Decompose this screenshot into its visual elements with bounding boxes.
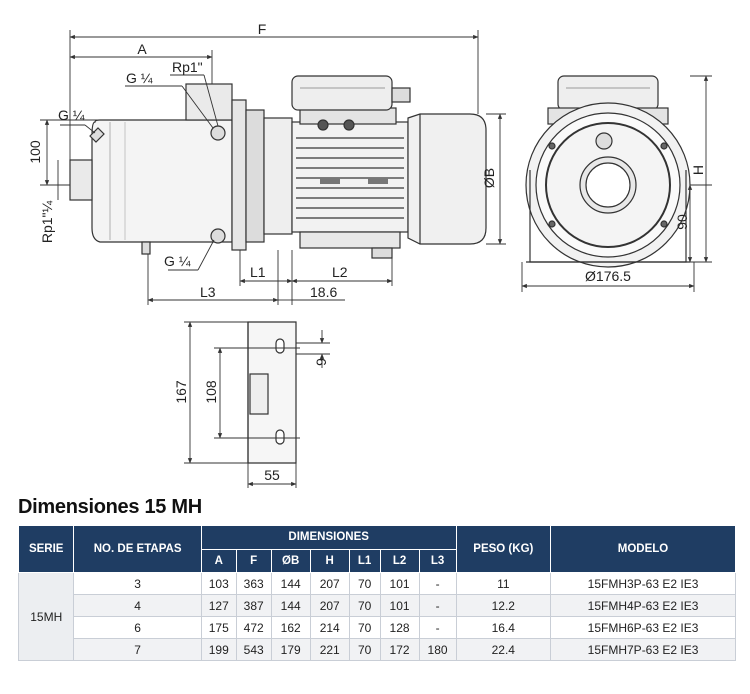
header-dimensiones: DIMENSIONES <box>200 525 457 550</box>
header-modelo: MODELO <box>550 525 736 573</box>
label-d176-5: Ø176.5 <box>585 268 631 284</box>
label-G14-bottom: G ¼ <box>164 253 191 269</box>
cell-modelo: 15FMH3P-63 E2 IE3 <box>550 572 736 595</box>
label-G14-top: G ¼ <box>126 70 153 86</box>
pump-side-view <box>69 75 487 259</box>
dimensions-table: SERIE NO. DE ETAPAS DIMENSIONES PESO (KG… <box>17 525 736 661</box>
cell-modelo: 15FMH7P-63 E2 IE3 <box>550 638 736 661</box>
cell-L2: 172 <box>379 638 420 661</box>
label-A: A <box>137 41 147 57</box>
cell-L3: - <box>418 572 457 595</box>
serie-cell: 15MH <box>17 572 75 661</box>
label-L1: L1 <box>250 264 266 280</box>
cell-B: 144 <box>270 594 311 617</box>
header-peso: PESO (KG) <box>455 525 552 573</box>
cell-L1: 70 <box>348 572 381 595</box>
cell-etapas: 7 <box>73 638 202 661</box>
cell-L3: - <box>418 594 457 617</box>
foot-detail-view <box>247 321 297 464</box>
label-108: 108 <box>203 380 219 404</box>
cell-L2: 101 <box>379 572 420 595</box>
cell-peso: 11 <box>455 572 552 595</box>
label-167: 167 <box>173 380 189 404</box>
header-etapas: NO. DE ETAPAS <box>73 525 202 573</box>
subheader-B: ØB <box>270 548 311 573</box>
label-L3: L3 <box>200 284 216 300</box>
label-F: F <box>258 21 267 37</box>
cell-H: 214 <box>309 616 350 639</box>
cell-A: 199 <box>200 638 237 661</box>
cell-B: 162 <box>270 616 311 639</box>
subheader-L2: L2 <box>379 548 420 573</box>
table-row: 15MH 3 103 363 144 207 70 101 - 11 15FMH… <box>17 572 736 661</box>
cell-L3: 180 <box>418 638 457 661</box>
subheader-L3: L3 <box>418 548 457 573</box>
cell-etapas: 6 <box>73 616 202 639</box>
cell-H: 207 <box>309 594 350 617</box>
cell-L3: - <box>418 616 457 639</box>
cell-L1: 70 <box>348 594 381 617</box>
label-100: 100 <box>27 140 43 164</box>
cell-A: 127 <box>200 594 237 617</box>
subheader-A: A <box>200 548 237 573</box>
cell-peso: 12.2 <box>455 594 552 617</box>
cell-etapas: 4 <box>73 594 202 617</box>
header-serie: SERIE <box>17 525 75 573</box>
label-Rp1-14: Rp1"¼ <box>39 201 55 244</box>
label-G14-left: G ¼ <box>58 107 85 123</box>
cell-F: 472 <box>235 616 272 639</box>
cell-F: 363 <box>235 572 272 595</box>
cell-modelo: 15FMH6P-63 E2 IE3 <box>550 616 736 639</box>
cell-peso: 16.4 <box>455 616 552 639</box>
cell-modelo: 15FMH4P-63 E2 IE3 <box>550 594 736 617</box>
table-row: 7 199 543 179 221 70 172 180 22.4 15FMH7… <box>19 638 736 661</box>
cell-L2: 128 <box>379 616 420 639</box>
label-Rp1: Rp1" <box>172 59 203 75</box>
table-title: Dimensiones 15 MH <box>18 496 202 518</box>
label-OB: ØB <box>481 168 497 188</box>
cell-F: 387 <box>235 594 272 617</box>
cell-etapas: 3 <box>73 572 202 595</box>
cell-L2: 101 <box>379 594 420 617</box>
cell-A: 103 <box>200 572 237 595</box>
pump-front-view <box>525 75 691 268</box>
label-L2: L2 <box>332 264 348 280</box>
label-9: 9 <box>313 358 329 366</box>
cell-F: 543 <box>235 638 272 661</box>
cell-peso: 22.4 <box>455 638 552 661</box>
cell-B: 179 <box>270 638 311 661</box>
label-90: 90 <box>674 214 690 230</box>
cell-L1: 70 <box>348 638 381 661</box>
subheader-H: H <box>309 548 350 573</box>
cell-A: 175 <box>200 616 237 639</box>
cell-L1: 70 <box>348 616 381 639</box>
cell-B: 144 <box>270 572 311 595</box>
subheader-L1: L1 <box>348 548 381 573</box>
cell-H: 221 <box>309 638 350 661</box>
label-55: 55 <box>264 467 280 483</box>
label-18-6: 18.6 <box>310 284 337 300</box>
table-row: 4 127 387 144 207 70 101 - 12.2 15FMH4P-… <box>19 594 736 617</box>
label-H: H <box>690 165 706 175</box>
cell-H: 207 <box>309 572 350 595</box>
subheader-F: F <box>235 548 272 573</box>
pump-dimension-drawing: F A Rp1" G ¼ G ¼ 100 Rp1"¼ G ¼ L1 L2 L3 … <box>27 21 712 488</box>
table-row: 6 175 472 162 214 70 128 - 16.4 15FMH6P-… <box>19 616 736 639</box>
